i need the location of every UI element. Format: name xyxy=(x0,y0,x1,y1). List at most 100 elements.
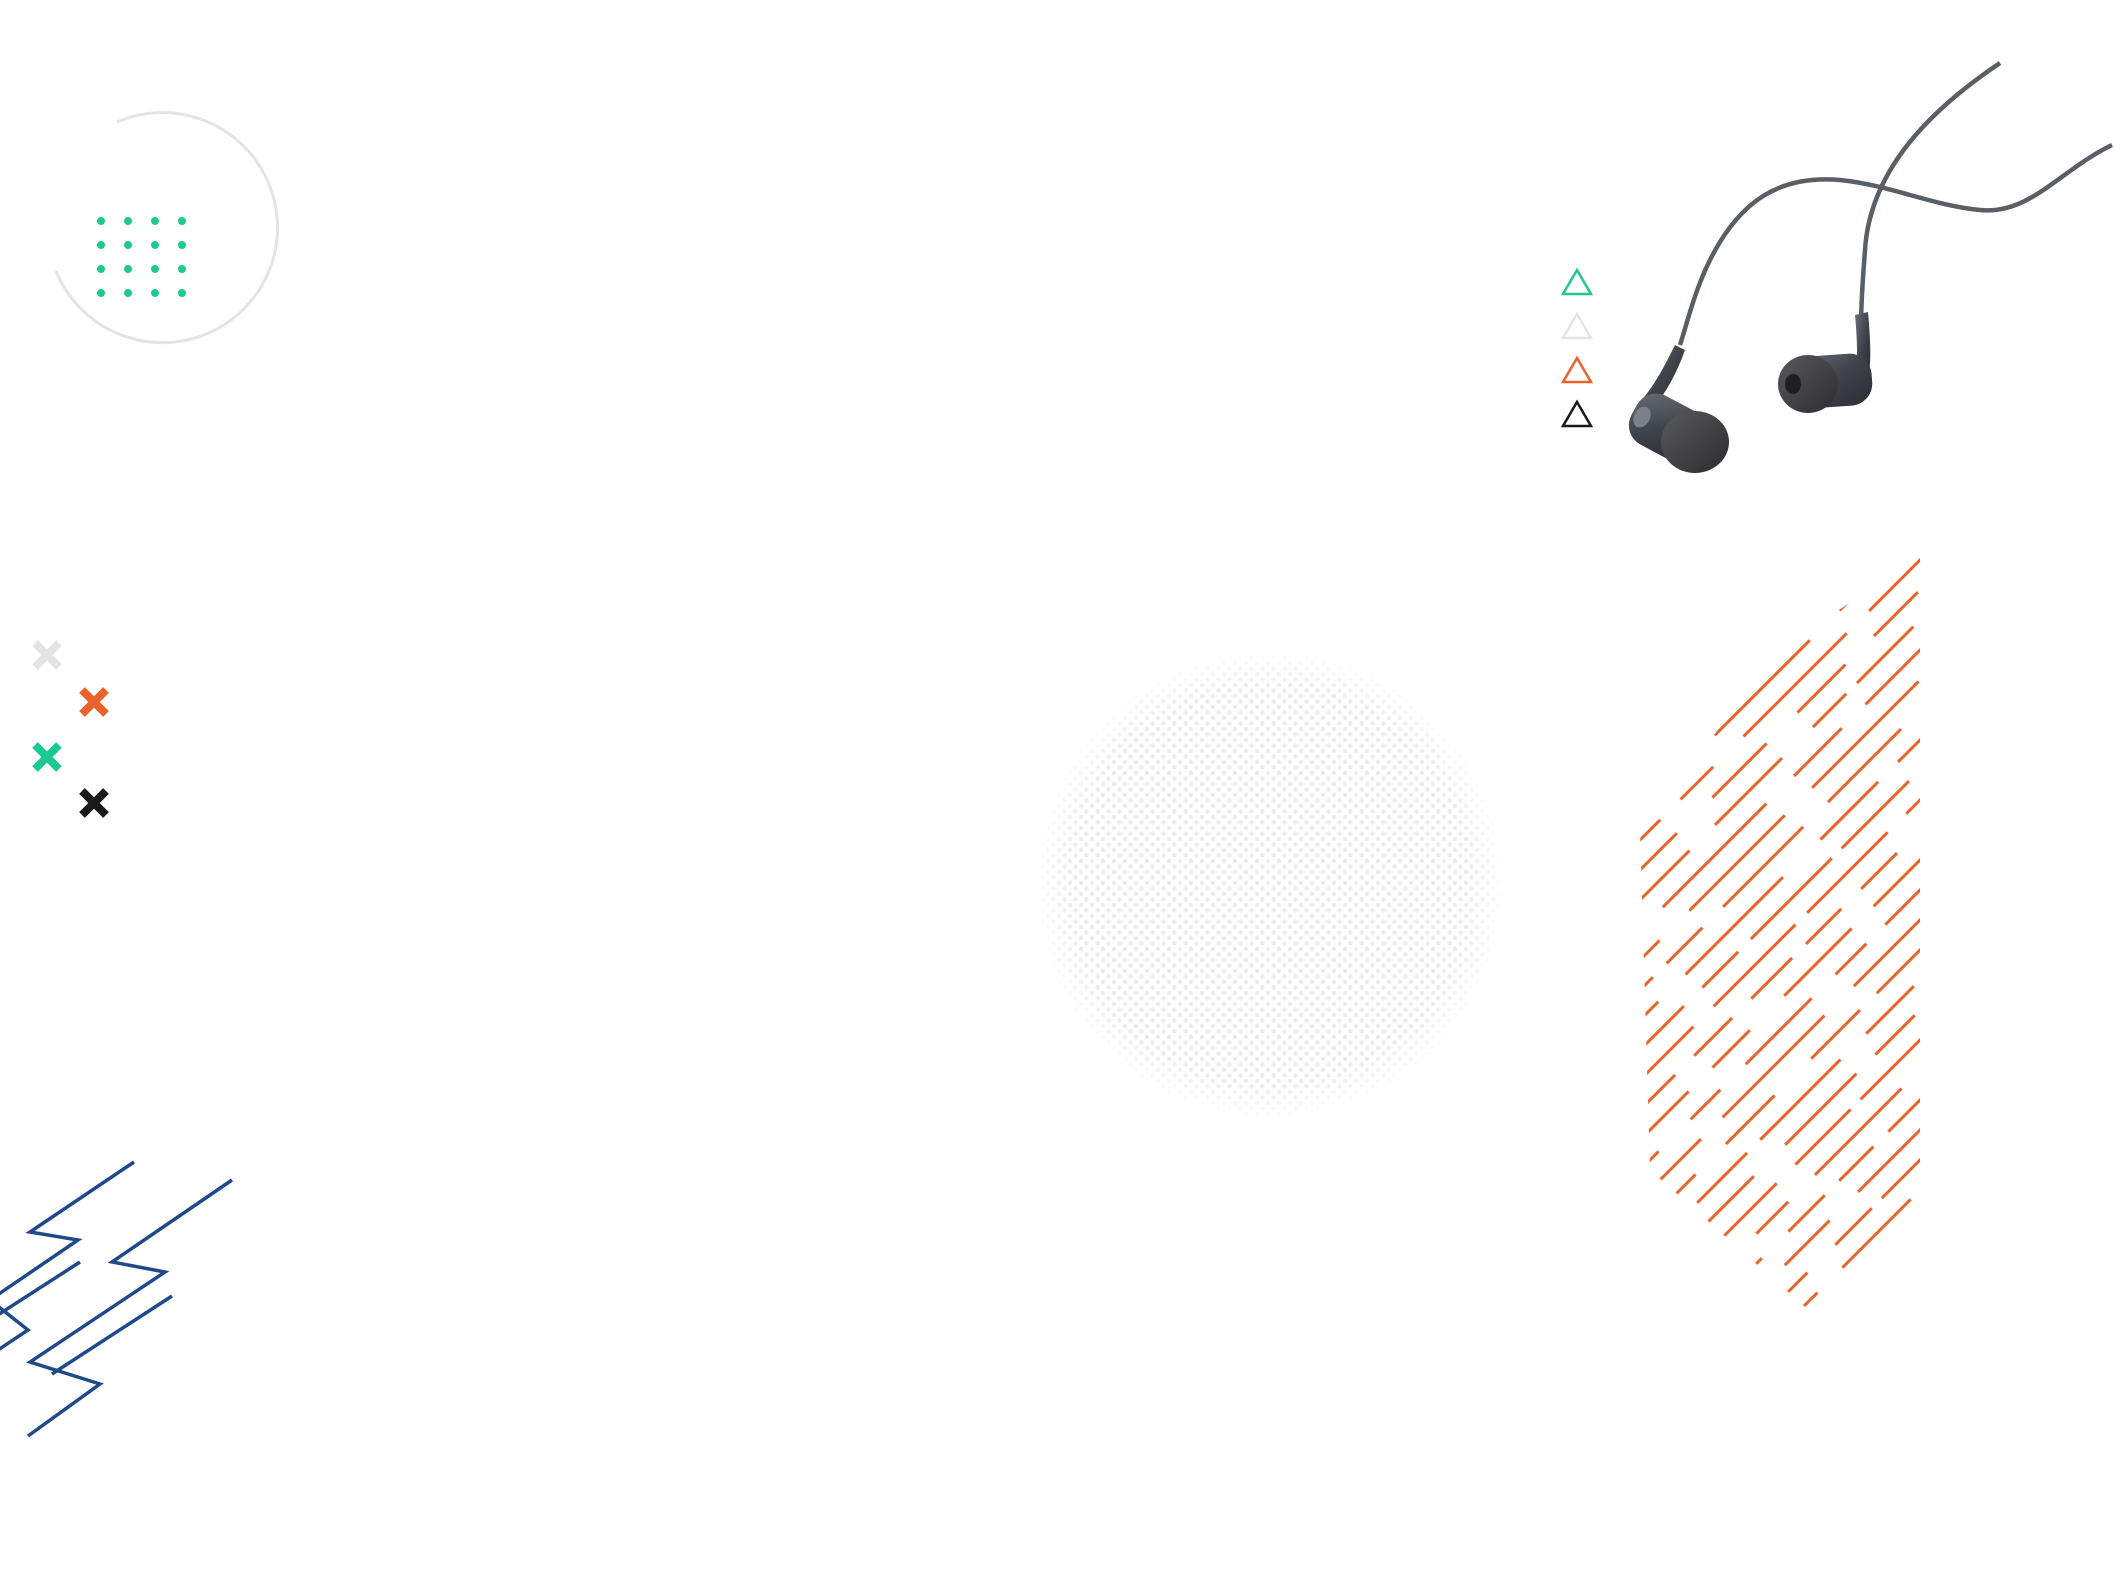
diagonal-line xyxy=(1874,1014,1916,1056)
diagonal-line xyxy=(1855,625,1915,685)
zigzag-line xyxy=(25,1178,233,1438)
diagonal-line xyxy=(1819,780,1880,841)
cross-icon xyxy=(32,640,62,670)
zigzag-line xyxy=(0,1160,135,1351)
diagonal-line xyxy=(1880,1085,1920,1200)
diagonal-line xyxy=(1865,985,1915,1035)
triangle-outline-icon xyxy=(1560,267,1594,296)
diagonal-line xyxy=(1640,1090,1690,1157)
diagonal-line xyxy=(1787,1194,1826,1233)
diagonal-line xyxy=(1792,727,1843,778)
diagonal-line xyxy=(1826,727,1903,804)
diagonal-line xyxy=(1755,1200,1790,1235)
diagonal-line xyxy=(1810,1008,1862,1060)
grid-dot xyxy=(178,241,186,249)
grid-dot xyxy=(178,289,186,297)
diagonal-line xyxy=(1742,632,1848,738)
diagonal-line xyxy=(1684,876,1784,976)
grid-dot xyxy=(178,265,186,273)
diagonal-line xyxy=(1711,1029,1751,1069)
diagonal-line xyxy=(1783,927,1853,997)
diagonal-line xyxy=(1868,555,1920,612)
diagonal-line xyxy=(1724,1094,1776,1146)
diagonal-line xyxy=(1852,879,1920,988)
diagonal-line xyxy=(1796,663,1847,714)
diagonal-line xyxy=(1856,1108,1920,1194)
grid-dot xyxy=(151,217,159,225)
diagonal-line xyxy=(1859,989,1920,1101)
grid-dot xyxy=(124,217,132,225)
grid-dot xyxy=(178,217,186,225)
diagonal-line xyxy=(1887,1044,1920,1133)
grid-dot xyxy=(97,289,105,297)
diagonal-line xyxy=(1640,1025,1695,1082)
diagonal-line xyxy=(1640,832,1678,914)
triangle-outline-icon xyxy=(1560,311,1594,340)
diagonal-line xyxy=(1640,849,1691,957)
diagonal-line xyxy=(1884,833,1920,926)
diagonal-line xyxy=(1713,756,1784,827)
diagonal-line xyxy=(1811,692,1848,729)
diagonal-line xyxy=(1695,1271,1809,1320)
cross-icon xyxy=(79,687,109,717)
diagonal-line xyxy=(1860,851,1899,890)
diagonal-line xyxy=(1665,926,1704,965)
zigzag-line xyxy=(0,1260,81,1316)
cross-icon xyxy=(79,788,109,818)
diagonal-line xyxy=(1689,1088,1722,1121)
grid-dot xyxy=(97,241,105,249)
diagonal-line xyxy=(1688,814,1786,912)
diagonal-line xyxy=(1896,728,1920,764)
grid-dot xyxy=(97,217,105,225)
diagonal-line xyxy=(1744,997,1813,1066)
diagonal-line xyxy=(1872,591,1919,638)
diagonal-line xyxy=(1712,923,1797,1008)
diagonal-line xyxy=(1759,1058,1842,1141)
diagonal-line xyxy=(1711,742,1768,799)
diagonal-line xyxy=(1905,782,1920,815)
diagonal-line xyxy=(1811,680,1920,789)
diagonal-line xyxy=(1872,824,1920,908)
diagonal-line xyxy=(1640,1005,1685,1073)
grid-dot xyxy=(97,265,105,273)
grid-dot xyxy=(151,265,159,273)
diagonal-line xyxy=(1679,765,1715,801)
diagonal-line xyxy=(1834,1207,1873,1246)
diagonal-line xyxy=(1661,802,1768,909)
diagonal-line xyxy=(1813,1087,1903,1177)
diagonal-line xyxy=(1693,1016,1734,1057)
cross-icon xyxy=(32,742,62,772)
diagonal-line xyxy=(1721,1014,1826,1119)
grid-dot xyxy=(151,289,159,297)
diagonal-line xyxy=(1840,780,1910,850)
diagonal-line xyxy=(1838,1145,1875,1182)
diagonal-line xyxy=(1794,1108,1852,1166)
diagonal-line xyxy=(1640,818,1662,889)
grid-dot xyxy=(151,241,159,249)
diagonal-line xyxy=(1864,612,1920,706)
grid-dot xyxy=(124,265,132,273)
grid-dot xyxy=(124,241,132,249)
diagonal-line xyxy=(1875,910,1920,995)
diagonal-line xyxy=(1784,1072,1858,1146)
diagonal-line xyxy=(1834,942,1868,976)
diagonal-line xyxy=(1701,950,1740,989)
diagonal-line xyxy=(1806,831,1889,914)
diagonal-line xyxy=(1722,825,1805,908)
triangle-outline-icon xyxy=(1560,355,1594,384)
diagonal-line xyxy=(1804,907,1843,946)
diagonal-line xyxy=(1749,857,1833,941)
diagonal-line xyxy=(1783,1219,1831,1267)
diagonal-line xyxy=(1713,639,1811,737)
diagonal-line xyxy=(1640,939,1661,994)
earphones-icon xyxy=(1628,61,2113,473)
zigzag-line xyxy=(51,1294,173,1376)
